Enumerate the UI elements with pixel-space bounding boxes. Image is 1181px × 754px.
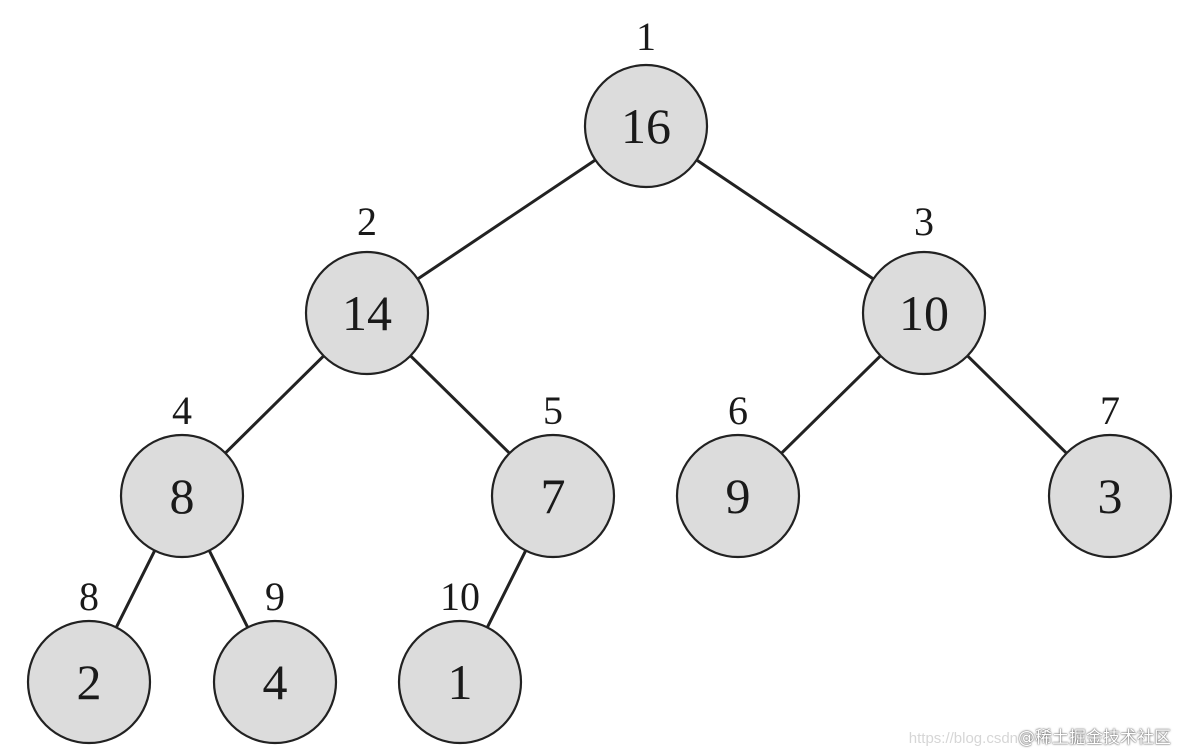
edge-4-8: [114, 549, 157, 629]
node-value: 16: [621, 98, 671, 154]
node-circle: [212, 619, 338, 745]
tree-node-5: 75: [490, 388, 616, 559]
edge-3-6: [780, 354, 882, 455]
node-index-label: 10: [440, 574, 480, 619]
node-index-label: 6: [728, 388, 748, 433]
node-index-label: 1: [636, 14, 656, 59]
edge-1-3: [695, 158, 875, 281]
node-value: 7: [541, 468, 566, 524]
node-circle: [1047, 433, 1173, 559]
tree-node-8: 28: [26, 574, 152, 745]
edge-3-7: [966, 354, 1068, 455]
node-circle: [26, 619, 152, 745]
node-index-label: 8: [79, 574, 99, 619]
node-value: 14: [342, 285, 392, 341]
watermark-url: https://blog.csdn: [908, 730, 1018, 747]
node-circle: [490, 433, 616, 559]
node-value: 2: [77, 654, 102, 710]
edge-4-9: [207, 549, 250, 629]
tree-node-9: 49: [212, 574, 338, 745]
node-index-label: 5: [543, 388, 563, 433]
edge-1-2: [416, 158, 597, 281]
node-value: 9: [726, 468, 751, 524]
tree-node-4: 84: [119, 388, 245, 559]
node-index-label: 9: [265, 574, 285, 619]
node-value: 3: [1098, 468, 1123, 524]
node-circle: [119, 433, 245, 559]
node-value: 4: [263, 654, 288, 710]
node-circle: [675, 433, 801, 559]
node-index-label: 2: [357, 199, 377, 244]
tree-node-1: 16 1: [583, 14, 709, 189]
node-circle: [304, 250, 430, 376]
node-index-label: 7: [1100, 388, 1120, 433]
node-value: 10: [899, 285, 949, 341]
node-index-label: 3: [914, 199, 934, 244]
edge-2-4: [224, 354, 325, 455]
tree-node-7: 37: [1047, 388, 1173, 559]
tree-node-6: 96: [675, 388, 801, 559]
tree-node-2: 14 2: [304, 199, 430, 376]
edge-5-10: [485, 549, 528, 629]
node-value: 1: [448, 654, 473, 710]
node-index-label: 4: [172, 388, 192, 433]
node-value: 8: [170, 468, 195, 524]
node-circle: [861, 250, 987, 376]
watermark: https://blog.csdn@稀土掘金技术社区: [909, 723, 1171, 748]
node-circle: [397, 619, 523, 745]
watermark-site: @稀土掘金技术社区: [1018, 728, 1171, 748]
tree-node-3: 10 3: [861, 199, 987, 376]
tree-node-10: 1 10: [397, 574, 523, 745]
node-circle: [583, 63, 709, 189]
edge-2-5: [409, 354, 511, 455]
